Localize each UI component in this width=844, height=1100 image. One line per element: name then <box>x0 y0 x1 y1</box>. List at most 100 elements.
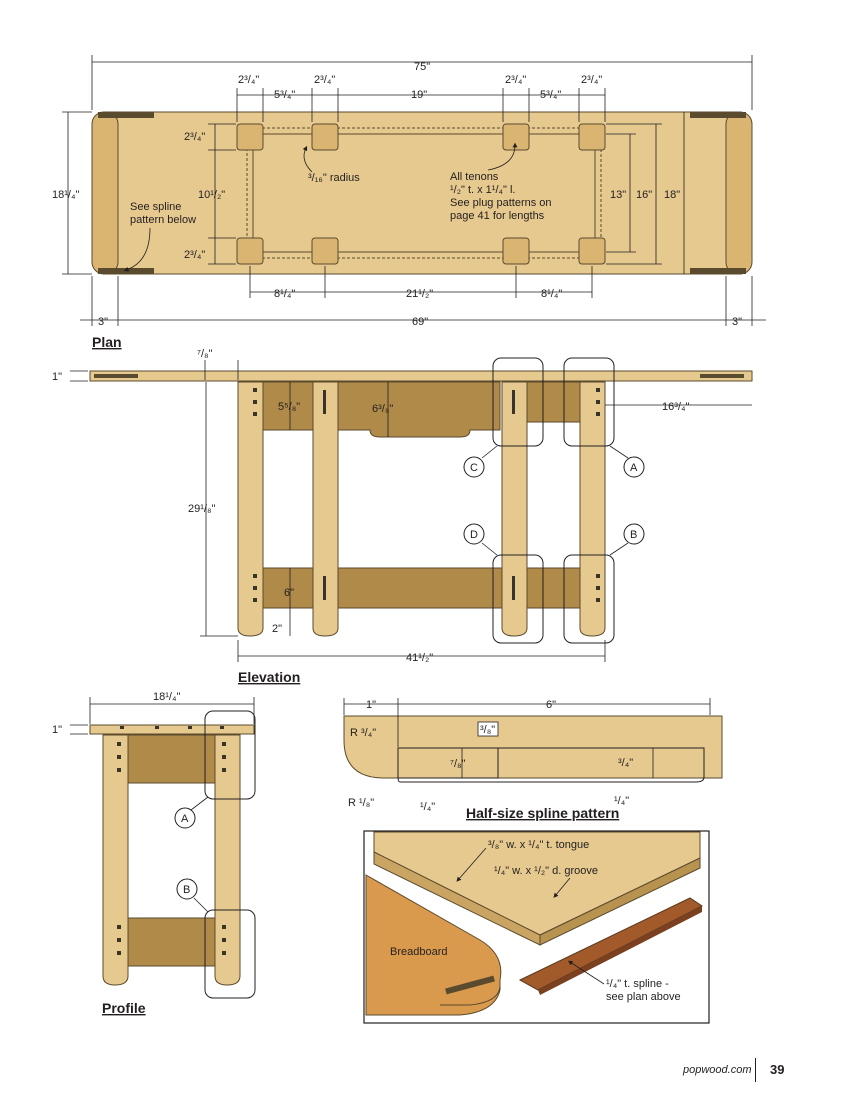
plan-spline-note-2: pattern below <box>130 214 196 226</box>
profile-detail-b-box <box>204 909 256 999</box>
plan-dim-overall: 75" <box>414 61 430 73</box>
spline-dim-thick: ³/₄" <box>618 757 633 769</box>
plan-dim-g: 2³/₄" <box>581 74 602 86</box>
plan-dim-d: 19" <box>411 89 427 101</box>
detail-d-box <box>492 554 544 644</box>
plan-hidden-frame <box>246 127 602 259</box>
elevation-view: A B C D 1" ⁷/₈" 29¹/₈" 5⁵/₈" 6³/₈" 16³/₄… <box>52 348 753 685</box>
plan-spline-bl <box>98 268 154 274</box>
label-b-circle <box>623 523 645 545</box>
elev-spline-l <box>94 374 138 378</box>
detail-groove-note: ¹/₄" w. x ¹/₂" d. groove <box>494 865 598 877</box>
spline-dim-tongue: ³/₈" <box>480 724 495 736</box>
spline-breadboard <box>343 715 723 779</box>
plan-title: Plan <box>92 334 122 350</box>
plan-dim-bot-l: 8¹/₄" <box>274 288 295 300</box>
elev-leg <box>312 381 339 637</box>
spline-dim-left: 1" <box>366 699 376 711</box>
plan-dim-left-top: 2³/₄" <box>184 131 205 143</box>
elev-dim-height: 29¹/₈" <box>188 503 216 515</box>
elev-dim-length: 41¹/₂" <box>406 652 433 664</box>
elev-stretcher-mid <box>336 567 504 609</box>
profile-stretcher <box>126 917 218 967</box>
plan-leg <box>578 237 606 265</box>
plan-dim-mid: 69" <box>412 316 428 328</box>
detail-spline-note-1: ¹/₄" t. spline - <box>606 978 669 990</box>
spline-dim-radius: R ³/₄" <box>350 727 376 739</box>
detail-breadboard <box>365 874 502 1016</box>
profile-leg-left <box>102 734 129 986</box>
plan-dim-13: 13" <box>610 189 626 201</box>
elev-dim-top-thick: 1" <box>52 371 62 383</box>
elev-dim-stretcher: 6" <box>284 587 294 599</box>
elevation-title: Elevation <box>238 669 300 685</box>
profile-view: A B 18¹/₄" 1" Profile <box>52 691 256 1016</box>
elev-dim-apron: 5⁵/₈" <box>278 401 300 413</box>
page-number: 39 <box>770 1062 785 1077</box>
joint-detail: ³/₈" w. x ¹/₄" t. tongue ¹/₄" w. x ¹/₂" … <box>363 830 710 1024</box>
profile-title: Profile <box>102 1000 146 1016</box>
plan-leg <box>502 237 530 265</box>
label-a-circle <box>623 456 645 478</box>
plan-view: 75" 2³/₄" 5³/₄" 2³/₄" 19" 2³/₄" 5³/₄" 2³… <box>52 55 766 350</box>
profile-label-a-circle <box>174 807 196 829</box>
label-d-circle <box>463 523 485 545</box>
profile-label-a: A <box>181 813 189 825</box>
plan-dim-width: 18¹/₄" <box>52 189 79 201</box>
elev-dim-foot: 2" <box>272 623 282 635</box>
profile-pegs <box>117 726 226 955</box>
plan-tenon-note-4: page 41 for lengths <box>450 210 545 222</box>
plan-dim-f: 5³/₄" <box>540 89 561 101</box>
plan-dim-left-bot: 2³/₄" <box>184 249 205 261</box>
elev-tabletop <box>89 370 753 382</box>
plan-dim-left-mid: 10¹/₂" <box>198 189 225 201</box>
spline-title: Half-size spline pattern <box>466 805 619 821</box>
plan-leg <box>311 237 339 265</box>
label-b: B <box>630 529 637 541</box>
detail-breadboard-label: Breadboard <box>390 946 448 958</box>
plan-dim-bot-r: 8¹/₄" <box>541 288 562 300</box>
spline-tongue <box>397 747 499 779</box>
plan-radius-note: ³/₁₆" radius <box>308 172 360 184</box>
plan-spline-tl <box>98 112 154 118</box>
elev-spline-r <box>700 374 744 378</box>
detail-tongue-note: ³/₈" w. x ¹/₄" t. tongue <box>488 839 589 851</box>
profile-label-b-circle <box>176 878 198 900</box>
detail-b-box <box>563 554 615 644</box>
plan-dim-16: 16" <box>636 189 652 201</box>
plan-dim-end-l: 3" <box>98 316 108 328</box>
elev-leg <box>579 381 606 637</box>
elev-upper-apron-right <box>526 381 582 423</box>
plan-tenon-note-3: See plug patterns on <box>450 197 552 209</box>
label-d: D <box>470 529 478 541</box>
spline-dim-depth: ⁷/₈" <box>450 758 466 770</box>
plan-leg <box>311 123 339 151</box>
plan-breadboard-right <box>725 111 753 275</box>
plan-spline-tr <box>690 112 746 118</box>
plan-leg <box>502 123 530 151</box>
spline-dim-q2: ¹/₄" <box>614 795 629 807</box>
elev-dim-overhang: ⁷/₈" <box>197 348 213 360</box>
plan-dim-b: 5³/₄" <box>274 89 295 101</box>
plan-dim-e: 2³/₄" <box>505 74 526 86</box>
profile-dim-top: 1" <box>52 724 62 736</box>
plan-inner-frame <box>252 133 596 253</box>
profile-upper-apron <box>126 734 218 784</box>
label-c-circle <box>463 456 485 478</box>
plan-spline-br <box>690 268 746 274</box>
plan-tenon-note-1: All tenons <box>450 171 499 183</box>
elev-pegs <box>253 388 600 602</box>
plan-dim-c: 2³/₄" <box>314 74 335 86</box>
plan-leg <box>236 237 264 265</box>
footer-site[interactable]: popwood.com <box>683 1064 752 1076</box>
detail-a-box <box>563 357 615 447</box>
elev-dim-apron-mid: 6³/₈" <box>372 403 393 415</box>
plan-breadboard-left <box>91 111 119 275</box>
spline-pattern: 1" 6" R ³/₄" ³/₈" ⁷/₈" ³/₄" R ¹/₈" ¹/₄" … <box>343 698 723 821</box>
spline-dim-length: 6" <box>546 699 556 711</box>
plan-dim-18: 18" <box>664 189 680 201</box>
detail-c-box <box>492 357 544 447</box>
label-a: A <box>630 462 638 474</box>
plan-dim-end-r: 3" <box>732 316 742 328</box>
